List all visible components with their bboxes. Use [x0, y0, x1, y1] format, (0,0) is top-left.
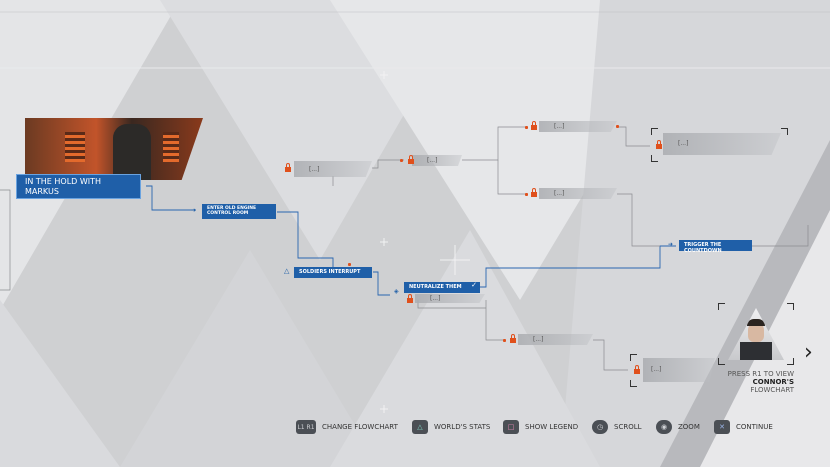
hint-change-flowchart[interactable]: L1 R1 CHANGE FLOWCHART — [296, 420, 398, 434]
square-button-icon: □ — [503, 420, 519, 434]
connector-dot — [525, 193, 528, 196]
hint-label: SHOW LEGEND — [525, 423, 579, 431]
start-node-title: IN THE HOLD WITH MARKUS — [25, 177, 102, 196]
node-arrow-icon: ➜ — [668, 241, 674, 248]
triangle-icon: △ — [284, 267, 290, 275]
locked-node[interactable]: [...] — [412, 155, 462, 166]
start-node-image[interactable] — [25, 118, 203, 180]
bracket-corner — [630, 380, 637, 387]
character-figure — [113, 124, 151, 180]
window-lights — [163, 132, 179, 162]
node-label: SOLDIERS INTERRUPT — [299, 269, 361, 275]
connector-dot — [616, 125, 619, 128]
cross-button-icon: ✕ — [714, 420, 730, 434]
flowchart-text: FLOWCHART — [750, 386, 794, 394]
node-label: TRIGGER THE COUNTDOWN — [684, 242, 722, 254]
check-icon: ✓ — [471, 281, 477, 289]
hint-scroll[interactable]: ◷ SCROLL — [592, 420, 642, 434]
locked-node[interactable]: [...] — [518, 334, 593, 345]
locked-label: [...] — [651, 366, 662, 373]
right-stick-icon: ◉ — [656, 420, 672, 434]
locked-node[interactable]: [...] — [415, 294, 485, 303]
locked-label: [...] — [678, 140, 689, 147]
side-panel-text: PRESS R1 TO VIEW CONNOR'S FLOWCHART — [700, 370, 794, 394]
lock-icon — [634, 365, 640, 374]
lock-icon — [407, 294, 413, 303]
lock-icon — [408, 155, 414, 164]
locked-node[interactable]: [...] — [539, 188, 617, 199]
bracket-corner — [651, 155, 658, 162]
node-arrow-icon: ➜ — [191, 207, 197, 214]
locked-label: [...] — [309, 166, 320, 173]
connector-dot — [525, 126, 528, 129]
bracket-corner — [781, 128, 788, 135]
bracket-corner — [718, 303, 725, 310]
shield-icon: ◈ — [394, 288, 399, 295]
l1r1-button-icon: L1 R1 — [296, 420, 316, 434]
connor-avatar — [728, 308, 784, 360]
lock-icon — [531, 188, 537, 197]
hint-show-legend[interactable]: □ SHOW LEGEND — [503, 420, 578, 434]
lock-icon — [531, 121, 537, 130]
connector-dot — [400, 159, 403, 162]
locked-label: [...] — [533, 336, 544, 343]
hint-label: CHANGE FLOWCHART — [322, 423, 398, 431]
chevron-right-icon[interactable]: › — [804, 340, 813, 365]
connor-portrait-frame[interactable] — [718, 303, 794, 365]
locked-label: [...] — [554, 123, 565, 130]
node-label: ENTER OLD ENGINE CONTROL ROOM — [207, 206, 257, 216]
locked-node[interactable]: [...] — [643, 358, 715, 382]
node-label: NEUTRALIZE THEM — [409, 284, 462, 290]
connector-dot — [503, 339, 506, 342]
lock-icon — [656, 140, 662, 149]
hint-zoom[interactable]: ◉ ZOOM — [656, 420, 700, 434]
connor-name: CONNOR'S — [752, 378, 794, 386]
node-neutralize-them[interactable]: NEUTRALIZE THEM ✓ — [404, 282, 480, 293]
hint-label: WORLD'S STATS — [434, 423, 491, 431]
hint-worlds-stats[interactable]: △ WORLD'S STATS — [412, 420, 490, 434]
triangle-button-icon: △ — [412, 420, 428, 434]
locked-node[interactable]: [...] — [663, 133, 781, 155]
node-trigger-countdown[interactable]: TRIGGER THE COUNTDOWN — [679, 240, 752, 254]
bracket-corner — [718, 358, 725, 365]
connector-dot — [348, 263, 351, 266]
hint-continue[interactable]: ✕ CONTINUE — [714, 420, 773, 434]
locked-node[interactable]: [...] — [539, 121, 617, 132]
locked-label: [...] — [554, 190, 565, 197]
hint-label: ZOOM — [678, 423, 700, 431]
bracket-corner — [630, 354, 637, 361]
bracket-corner — [651, 128, 658, 135]
locked-node[interactable]: [...] — [294, 161, 372, 177]
window-lights — [65, 132, 85, 162]
press-r1-text: PRESS R1 TO VIEW — [727, 370, 794, 378]
bracket-corner — [787, 358, 794, 365]
hint-label: CONTINUE — [736, 423, 773, 431]
lock-icon — [510, 334, 516, 343]
locked-label: [...] — [430, 295, 441, 302]
node-enter-engine-room[interactable]: ENTER OLD ENGINE CONTROL ROOM — [202, 204, 276, 219]
left-stick-icon: ◷ — [592, 420, 608, 434]
locked-label: [...] — [427, 157, 438, 164]
hint-label: SCROLL — [614, 423, 642, 431]
lock-icon — [285, 163, 291, 172]
node-soldiers-interrupt[interactable]: SOLDIERS INTERRUPT — [294, 267, 372, 278]
start-node[interactable]: IN THE HOLD WITH MARKUS — [16, 174, 141, 199]
bracket-corner — [787, 303, 794, 310]
